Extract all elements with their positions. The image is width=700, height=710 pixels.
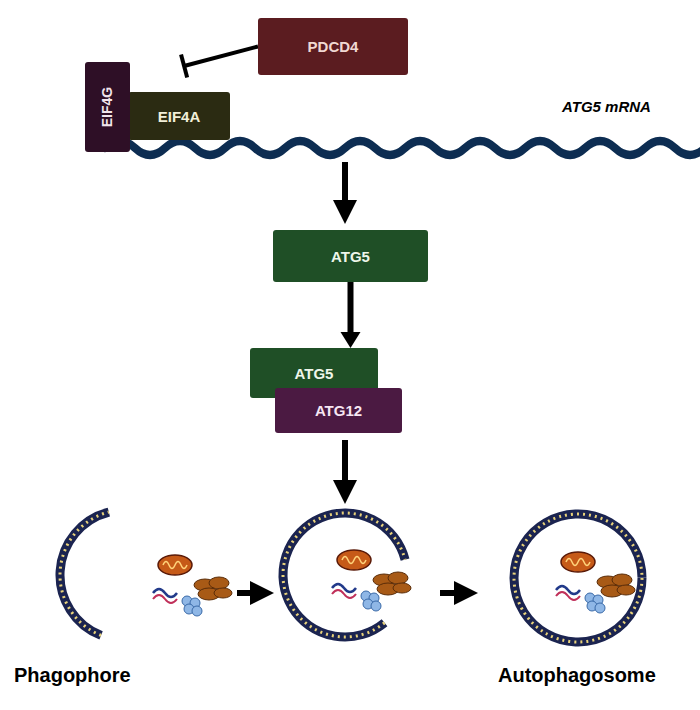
node-text: ATG5 — [295, 365, 334, 382]
membrane-beads — [514, 514, 642, 642]
connector-line — [184, 47, 258, 67]
arrow-head — [341, 332, 361, 348]
factor-box: EIF4A — [128, 92, 230, 140]
membrane — [60, 512, 109, 635]
node-text: EIF4A — [158, 108, 201, 125]
stage-label: Phagophore — [14, 664, 131, 687]
connector-line — [348, 282, 354, 334]
factor-box: EIF4G — [85, 62, 130, 152]
node-text: EIF4G — [100, 87, 116, 127]
protein-box: ATG12 — [275, 388, 402, 433]
node-text: PDCD4 — [308, 38, 359, 55]
connector — [181, 47, 258, 78]
mrna-label: ATG5 mRNA — [562, 98, 651, 115]
stage-label: Autophagosome — [498, 664, 656, 687]
connector — [341, 282, 361, 348]
protein-box: ATG5 — [273, 230, 428, 282]
membrane-beads — [60, 512, 109, 635]
membrane — [514, 514, 642, 642]
inhibition-bar — [181, 54, 187, 77]
node-text: ATG5 — [331, 248, 370, 265]
node-text: ATG12 — [315, 402, 362, 419]
inhibitor-box: PDCD4 — [258, 18, 408, 75]
